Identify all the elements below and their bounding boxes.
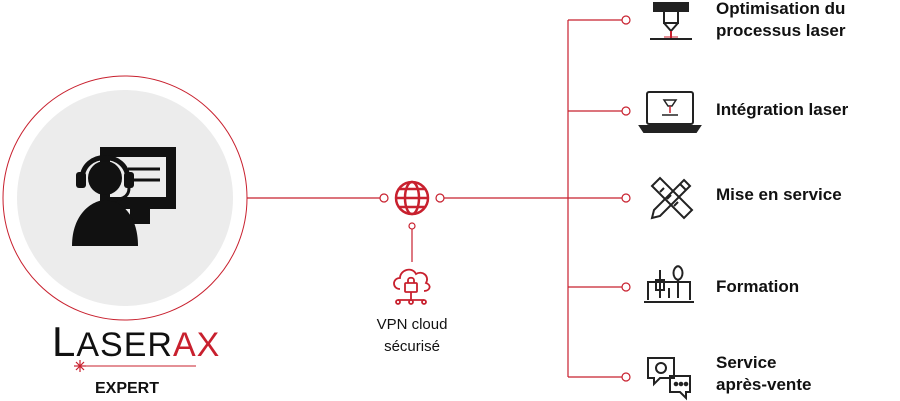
logo-text: ASER — [76, 326, 173, 364]
ruler-pencil-icon — [650, 176, 694, 220]
service-label-integration: Intégration laser — [716, 99, 900, 121]
service-label-line: Formation — [716, 277, 800, 296]
branch-node-4 — [621, 282, 631, 292]
branch-node-1 — [621, 15, 631, 25]
expert-link-node — [379, 193, 389, 203]
laptop-laser-icon — [638, 91, 702, 133]
service-label-mise-en-service: Mise en service — [716, 184, 900, 206]
service-label-line: Intégration laser — [716, 100, 849, 119]
service-label-line: Service — [716, 353, 777, 372]
logo-accent-text: AX — [172, 326, 221, 364]
logo-lead-letter: L — [52, 318, 77, 365]
service-label-line: Mise en service — [716, 185, 842, 204]
chat-gear-icon — [647, 357, 691, 401]
logo-subtitle: EXPERT — [94, 380, 159, 397]
service-label-apres-vente: Service après-vente — [716, 352, 900, 396]
laserax-logo: LASERAX — [52, 318, 219, 368]
tools-icon — [644, 265, 694, 303]
laser-flare-icon — [74, 360, 196, 372]
branch-node-3 — [621, 193, 631, 203]
globe-icon — [394, 180, 430, 216]
vpn-label: VPN cloud sécurisé — [352, 314, 472, 358]
hub-out-node — [435, 193, 445, 203]
service-label-optimisation: Optimisation du processus laser — [716, 0, 900, 42]
service-label-formation: Formation — [716, 276, 900, 298]
cloud-lock-icon — [393, 268, 431, 305]
branch-node-5 — [621, 372, 631, 382]
service-label-line: Optimisation du — [716, 0, 846, 18]
vpn-label-line1: VPN cloud — [376, 316, 448, 333]
vpn-top-node — [408, 222, 416, 230]
branch-node-2 — [621, 106, 631, 116]
service-label-line: processus laser — [716, 21, 846, 40]
vpn-label-line2: sécurisé — [384, 338, 440, 355]
laser-head-icon — [650, 2, 692, 40]
service-label-line: après-vente — [716, 375, 812, 394]
support-agent-icon — [72, 147, 176, 246]
